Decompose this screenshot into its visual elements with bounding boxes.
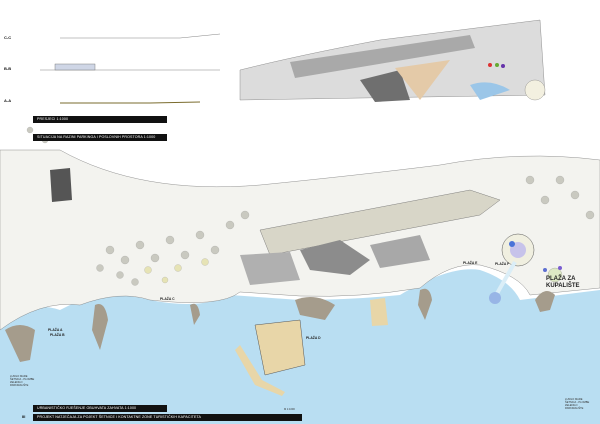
- scale-label: M 1:1000: [284, 408, 295, 411]
- garden-feature: [543, 268, 547, 272]
- section-drawings: [40, 33, 221, 104]
- legend-right: LUNGO MARE ŠETNICA - PLOMBE ZELENILO PAR…: [565, 398, 589, 410]
- section-label-c: C-C: [4, 35, 12, 40]
- beach-label: PLAŽA ZA KUPALIŠTE: [546, 276, 580, 289]
- legend-item: LUNGO MARE: [565, 398, 583, 401]
- beach-label: PLAŽA F: [495, 262, 510, 266]
- pavilion-feature: [509, 241, 515, 247]
- inset-plan: [239, 19, 546, 102]
- legend-item: ZELENILO: [565, 404, 578, 407]
- sheet-mark: III: [22, 414, 26, 419]
- legend-item: PARKIRALIŠTE: [565, 407, 584, 410]
- buildings: [300, 240, 370, 275]
- main-title-bar: PROJEKT NATJEČAJA ZA POJEKT ŠETNICE I KO…: [33, 414, 302, 421]
- legend-item: ŠETNICA - PLOMBE: [565, 401, 590, 404]
- situation-title-bar: SITUACIJA NA RAZINI PARKINGA I POSLOVNIH…: [33, 134, 167, 141]
- building-block: [240, 252, 300, 285]
- section-label-a: A-A: [4, 98, 12, 103]
- legend-item: ZELENILO: [10, 381, 23, 384]
- pier: [254, 319, 306, 376]
- legend-item: LUNGO MARE: [10, 375, 28, 378]
- trees: [26, 126, 595, 286]
- jetty: [370, 298, 388, 326]
- promenade: [259, 189, 501, 256]
- section-label-b: B-B: [4, 66, 12, 71]
- sea-platform: [489, 292, 501, 304]
- sections-title-bar: PRESJECI 1:1000: [33, 116, 167, 123]
- breakwater: [235, 345, 285, 396]
- building-block: [370, 235, 430, 268]
- legend-item: PARKIRALIŠTE: [10, 384, 29, 387]
- beach-label: PLAŽA D: [306, 336, 321, 340]
- garden-feature: [558, 266, 562, 270]
- urban-title-bar: URBANISTIČKO RJEŠENJE OBUHVATA ZAHVATA 1…: [33, 405, 167, 412]
- beach-label: PLAŽA A: [48, 328, 63, 332]
- legend-item: ŠETNICA - PLOMBE: [10, 378, 35, 381]
- beach-label: PLAŽA B: [50, 333, 65, 337]
- tall-building: [50, 168, 72, 202]
- beach-label: PLAŽA C: [160, 297, 175, 301]
- sea-walkway: [493, 261, 517, 298]
- beach-label: PLAŽA E: [463, 261, 478, 265]
- rocks: [5, 288, 555, 362]
- legend-left: LUNGO MARE ŠETNICA - PLOMBE ZELENILO PAR…: [10, 375, 34, 387]
- trees-light: [144, 258, 209, 284]
- garden-circle: [547, 267, 563, 283]
